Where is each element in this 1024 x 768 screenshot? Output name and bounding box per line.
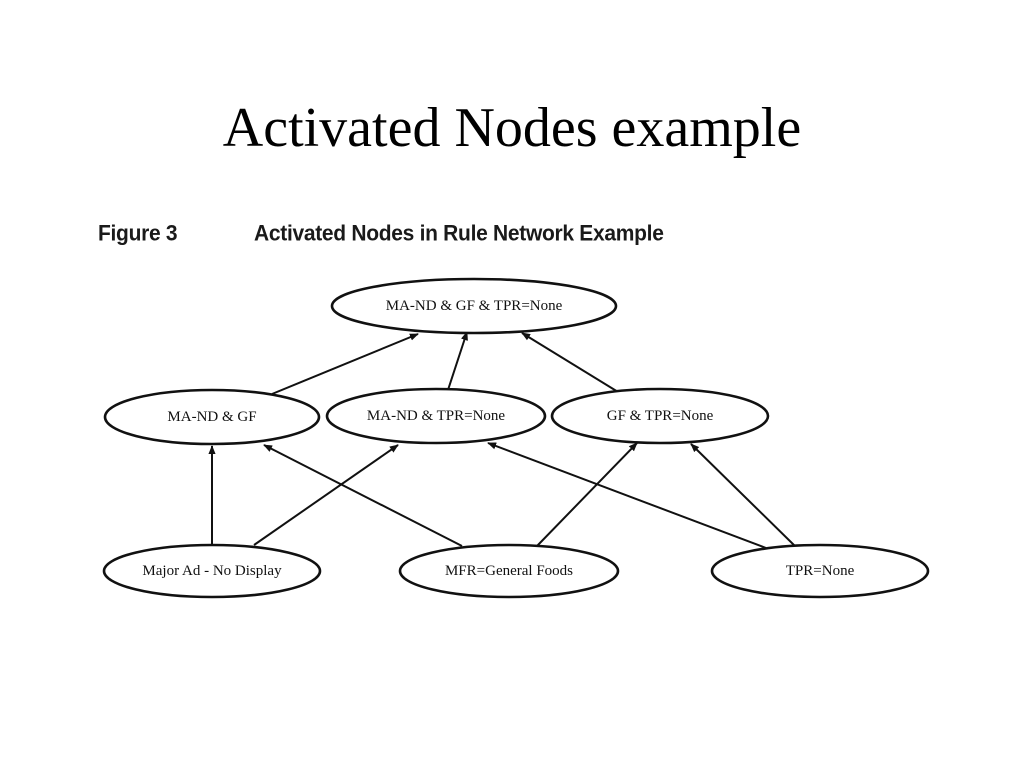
edge-gf-tpr-to-top — [521, 332, 624, 396]
node-ma-nd-gf-tpr: MA-ND & GF & TPR=None — [330, 277, 618, 335]
node-ma-nd-gf: MA-ND & GF — [103, 388, 321, 446]
node-label: MA-ND & TPR=None — [367, 408, 506, 424]
edge-ma-nd-tpr-to-top — [446, 331, 468, 394]
edge-major-ad-to-ma-nd-tpr — [253, 444, 399, 546]
node-tpr: TPR=None — [710, 543, 930, 599]
edge-tpr-to-ma-nd-tpr — [487, 442, 767, 549]
node-label: MA-ND & GF — [167, 409, 256, 425]
edge-ma-nd-gf-to-top — [271, 333, 419, 395]
node-label: GF & TPR=None — [607, 408, 714, 424]
figure-caption: Activated Nodes in Rule Network Example — [254, 221, 664, 246]
slide-title: Activated Nodes example — [222, 97, 802, 159]
figure-number: Figure 3 — [98, 221, 178, 246]
node-gf-tpr: GF & TPR=None — [550, 387, 770, 445]
node-label: MFR=General Foods — [445, 563, 573, 579]
node-label: MA-ND & GF & TPR=None — [386, 298, 563, 314]
edge-tpr-to-gf-tpr — [690, 443, 798, 549]
node-ma-nd-tpr: MA-ND & TPR=None — [325, 387, 547, 445]
node-mfr: MFR=General Foods — [398, 543, 620, 599]
node-major-ad: Major Ad - No Display — [102, 543, 322, 599]
node-label: Major Ad - No Display — [142, 563, 282, 579]
edge-mfr-to-ma-nd-gf — [263, 444, 463, 547]
edge-mfr-to-gf-tpr — [536, 442, 638, 547]
node-label: TPR=None — [786, 563, 855, 579]
